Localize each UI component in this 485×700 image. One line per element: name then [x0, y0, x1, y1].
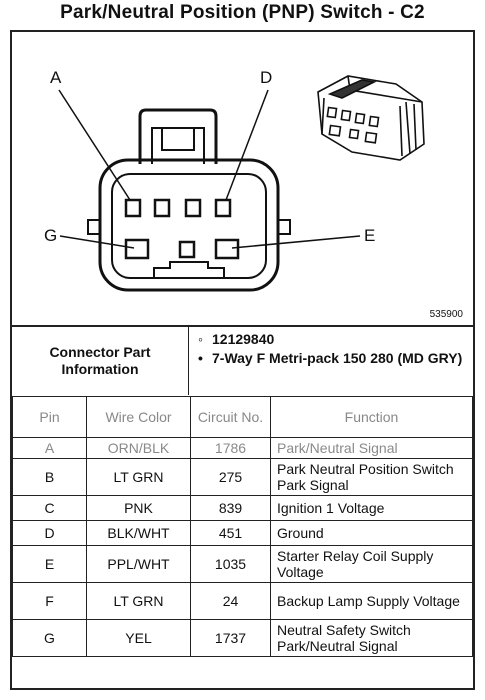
pin-cell: E: [12, 545, 87, 583]
cavity-b: [153, 198, 171, 218]
wire-color-cell: PNK: [86, 495, 191, 521]
callout-e: E: [364, 226, 376, 245]
connector-info: Connector Part Information ◦ 12129840 • …: [12, 327, 473, 395]
callout-g: G: [44, 226, 58, 245]
pin-cell: C: [12, 495, 87, 521]
bullet-icon: ◦: [198, 331, 203, 347]
function-cell: Neutral Safety Switch Park/Neutral Signa…: [270, 619, 473, 657]
cavity-f: [178, 240, 196, 259]
pin-cell: G: [12, 619, 87, 657]
circuit-cell: 839: [190, 495, 271, 521]
cavity-c: [184, 198, 202, 218]
pin-cell: D: [12, 520, 87, 546]
wire-color-cell: BLK/WHT: [86, 520, 191, 546]
function-cell: Park/Neutral Signal: [270, 437, 473, 459]
pinout-table: Pin Wire Color Circuit No. Function A OR…: [12, 396, 473, 657]
cavity-a: [124, 198, 142, 218]
connector-drawing: [58, 75, 425, 292]
callout-d: D: [260, 68, 273, 87]
connector-info-label: Connector Part Information: [12, 327, 189, 395]
wire-color-cell: ORN/BLK: [86, 437, 191, 459]
table-row: G YEL 1737 Neutral Safety Switch Park/Ne…: [12, 619, 473, 657]
diagram-reference-number: 535900: [429, 309, 463, 320]
page-title: Park/Neutral Position (PNP) Switch - C2: [60, 2, 425, 23]
connector-isometric: [317, 75, 425, 161]
callout-a: A: [50, 68, 62, 87]
pin-cell: F: [12, 582, 87, 620]
table-header-row: Pin Wire Color Circuit No. Function: [12, 396, 473, 438]
table-row: D BLK/WHT 451 Ground: [12, 520, 473, 546]
header-pin: Pin: [12, 396, 87, 438]
callout-lines: [58, 89, 361, 249]
connector-face: [87, 108, 291, 292]
cavity-e: [214, 238, 240, 260]
info-bullet-part: ◦ 12129840: [198, 331, 468, 348]
info-bullet-desc: • 7-Way F Metri-pack 150 280 (MD GRY): [198, 350, 468, 367]
circuit-cell: 1737: [190, 619, 271, 657]
circuit-cell: 1786: [190, 437, 271, 459]
header-circuit-no: Circuit No.: [190, 396, 271, 438]
connector-part-number: 12129840: [212, 331, 275, 347]
table-row: C PNK 839 Ignition 1 Voltage: [12, 495, 473, 521]
bullet-icon: •: [198, 350, 203, 366]
function-cell: Ground: [270, 520, 473, 546]
function-cell: Ignition 1 Voltage: [270, 495, 473, 521]
wire-color-cell: YEL: [86, 619, 191, 657]
circuit-cell: 451: [190, 520, 271, 546]
table-row: E PPL/WHT 1035 Starter Relay Coil Supply…: [12, 545, 473, 583]
header-wire-color: Wire Color: [86, 396, 191, 438]
table-row: B LT GRN 275 Park Neutral Position Switc…: [12, 458, 473, 496]
wire-color-cell: LT GRN: [86, 582, 191, 620]
circuit-cell: 24: [190, 582, 271, 620]
circuit-cell: 1035: [190, 545, 271, 583]
cavity-d: [214, 198, 232, 218]
pin-cavities: [124, 198, 240, 260]
connector-info-values: ◦ 12129840 • 7-Way F Metri-pack 150 280 …: [198, 331, 468, 367]
function-cell: Starter Relay Coil Supply Voltage: [270, 545, 473, 583]
divider: [12, 325, 473, 327]
wire-color-cell: LT GRN: [86, 458, 191, 496]
pin-cell: B: [12, 458, 87, 496]
wire-color-cell: PPL/WHT: [86, 545, 191, 583]
header-function: Function: [270, 396, 473, 438]
function-cell: Park Neutral Position Switch Park Signal: [270, 458, 473, 496]
circuit-cell: 275: [190, 458, 271, 496]
table-row: A ORN/BLK 1786 Park/Neutral Signal: [12, 437, 473, 459]
connector-description: 7-Way F Metri-pack 150 280 (MD GRY): [212, 350, 463, 366]
connector-diagram: A D G E 535900: [12, 32, 473, 326]
connector-frame: A D G E 535900 Connector Part Informatio…: [10, 30, 475, 690]
cavity-g: [124, 238, 150, 260]
table-row: F LT GRN 24 Backup Lamp Supply Voltage: [12, 582, 473, 620]
pin-cell: A: [12, 437, 87, 459]
function-cell: Backup Lamp Supply Voltage: [270, 582, 473, 620]
